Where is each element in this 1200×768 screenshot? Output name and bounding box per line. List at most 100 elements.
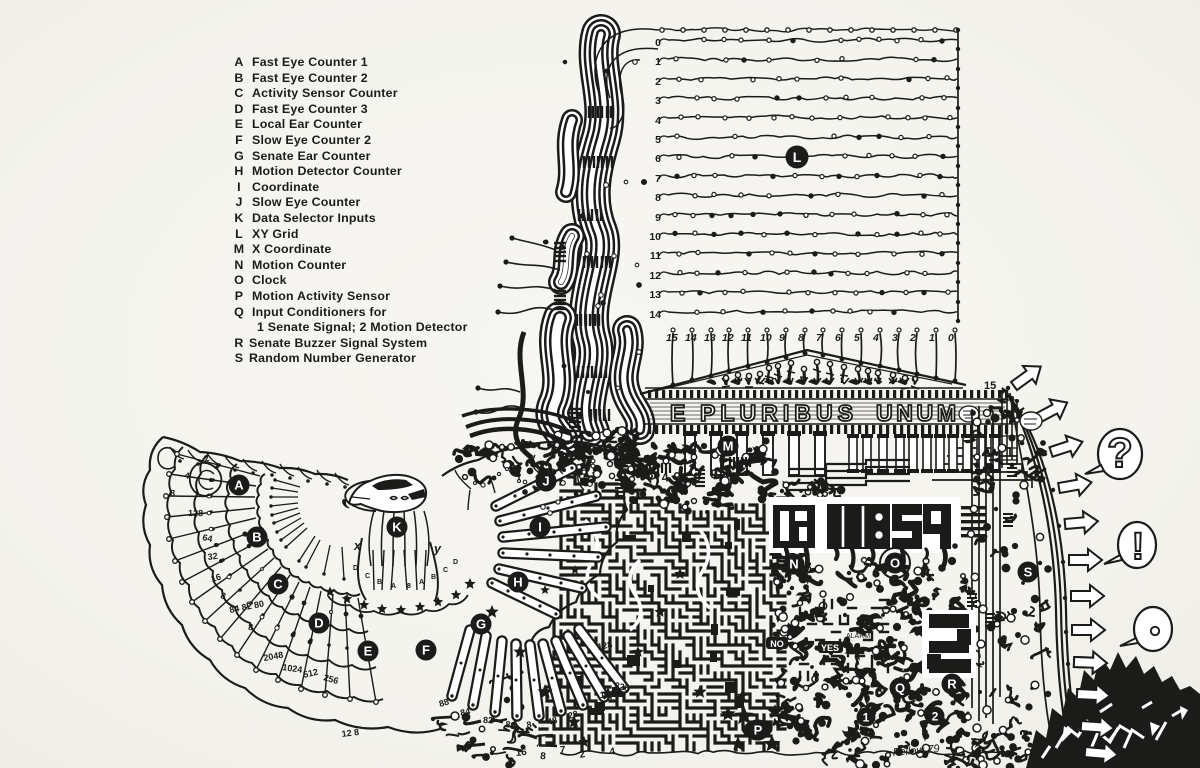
svg-text:A: A — [391, 583, 396, 590]
svg-text:8: 8 — [646, 466, 655, 482]
svg-text:0: 0 — [655, 37, 661, 49]
svg-text:L: L — [793, 149, 802, 165]
svg-text:3: 3 — [655, 95, 661, 107]
svg-text:10: 10 — [649, 231, 661, 243]
svg-text:8: 8 — [407, 583, 411, 590]
svg-text:M: M — [723, 439, 734, 454]
svg-text:K: K — [234, 211, 243, 225]
svg-text:32: 32 — [207, 551, 218, 562]
svg-text:S: S — [1024, 565, 1033, 580]
svg-text:6: 6 — [655, 153, 661, 165]
svg-text:14: 14 — [649, 309, 661, 321]
svg-text:5: 5 — [655, 134, 661, 146]
svg-text:Motion Counter: Motion Counter — [252, 258, 346, 272]
svg-text:2: 2 — [203, 453, 211, 464]
svg-text:N: N — [789, 557, 798, 572]
svg-text:G: G — [476, 617, 486, 632]
svg-text:I: I — [237, 180, 241, 194]
svg-text:A: A — [419, 579, 424, 586]
svg-text:13: 13 — [649, 289, 661, 301]
svg-text:UNUM: UNUM — [876, 400, 956, 426]
svg-text:9: 9 — [655, 212, 661, 224]
svg-text:XY Grid: XY Grid — [252, 227, 299, 241]
svg-text:2: 2 — [578, 749, 586, 761]
svg-text:B: B — [377, 579, 382, 586]
svg-text:D: D — [234, 102, 243, 116]
svg-text:J: J — [542, 474, 549, 489]
svg-text:B: B — [252, 530, 261, 545]
svg-text:Motion Activity Sensor: Motion Activity Sensor — [252, 289, 390, 303]
svg-text:E: E — [235, 117, 243, 131]
svg-text:B: B — [234, 71, 243, 85]
svg-text:ALARM: ALARM — [846, 633, 870, 640]
svg-text:Fast Eye Counter 3: Fast Eye Counter 3 — [252, 102, 368, 116]
svg-text:10: 10 — [760, 332, 772, 344]
svg-text:D: D — [353, 565, 358, 572]
svg-text:8: 8 — [587, 704, 593, 714]
svg-text:X Coordinate: X Coordinate — [252, 242, 332, 256]
svg-text:7: 7 — [816, 332, 823, 344]
svg-text:12 8: 12 8 — [341, 727, 360, 739]
svg-text:84: 84 — [459, 706, 471, 718]
svg-text:2: 2 — [909, 332, 916, 344]
svg-text:11: 11 — [650, 250, 661, 262]
svg-text:4: 4 — [609, 746, 617, 758]
svg-text:Senate Buzzer Signal System: Senate Buzzer Signal System — [249, 336, 427, 350]
svg-text:64: 64 — [202, 532, 214, 544]
svg-text:M: M — [234, 242, 245, 256]
svg-text:R: R — [234, 336, 243, 350]
svg-text:K: K — [392, 520, 402, 535]
svg-text:P: P — [754, 723, 763, 738]
svg-text:C: C — [234, 86, 243, 100]
svg-text:A: A — [234, 55, 243, 69]
svg-text:E: E — [670, 400, 685, 426]
svg-text:Senate Ear Counter: Senate Ear Counter — [252, 149, 371, 163]
svg-text:7: 7 — [655, 173, 661, 185]
svg-text:G: G — [234, 149, 244, 163]
svg-text:A: A — [234, 478, 244, 493]
svg-text:16: 16 — [515, 747, 528, 759]
svg-text:H: H — [234, 164, 243, 178]
svg-text:256: 256 — [322, 672, 339, 686]
svg-text:C: C — [365, 573, 370, 580]
svg-text:80: 80 — [505, 719, 516, 730]
svg-text:5: 5 — [854, 332, 860, 344]
svg-text:Data Selector Inputs: Data Selector Inputs — [252, 211, 376, 225]
svg-text:H: H — [513, 575, 522, 590]
svg-text:S: S — [235, 351, 243, 365]
svg-text:4: 4 — [184, 470, 191, 481]
svg-text:512: 512 — [302, 667, 319, 680]
svg-text:Random Number Generator: Random Number Generator — [249, 351, 416, 365]
svg-text:15: 15 — [984, 380, 996, 392]
svg-text:128: 128 — [596, 639, 613, 652]
svg-text:0: 0 — [692, 469, 701, 485]
svg-text:x: x — [353, 539, 362, 553]
svg-text:4: 4 — [872, 332, 879, 344]
svg-text:F: F — [422, 643, 430, 658]
svg-text:8: 8 — [219, 590, 227, 601]
svg-text:Fast Eye Counter 1: Fast Eye Counter 1 — [252, 55, 368, 69]
svg-text:N: N — [234, 258, 243, 272]
svg-text:B: B — [431, 574, 436, 581]
svg-text:8: 8 — [655, 192, 661, 204]
svg-text:8: 8 — [526, 719, 532, 730]
svg-text:2: 2 — [932, 709, 939, 723]
svg-text:Clock: Clock — [252, 273, 287, 287]
svg-text:YES: YES — [821, 643, 839, 653]
svg-text:Input Conditioners for: Input Conditioners for — [252, 305, 386, 319]
svg-text:NO: NO — [770, 639, 784, 649]
svg-text:Q: Q — [234, 305, 244, 319]
svg-text:D: D — [314, 616, 323, 631]
svg-text:8: 8 — [170, 488, 176, 498]
svg-text:328: 328 — [614, 680, 631, 693]
svg-text:!: ! — [1132, 526, 1145, 568]
svg-text:L: L — [235, 227, 243, 241]
svg-text:48: 48 — [546, 715, 558, 727]
svg-text:1: 1 — [655, 56, 661, 68]
svg-text:1: 1 — [929, 332, 935, 344]
svg-text:Slow Eye Counter 2: Slow Eye Counter 2 — [252, 133, 371, 147]
svg-text:R: R — [947, 677, 957, 692]
svg-text:128: 128 — [188, 508, 203, 518]
svg-text:Local Ear Counter: Local Ear Counter — [252, 117, 362, 131]
svg-text:E: E — [364, 644, 373, 659]
